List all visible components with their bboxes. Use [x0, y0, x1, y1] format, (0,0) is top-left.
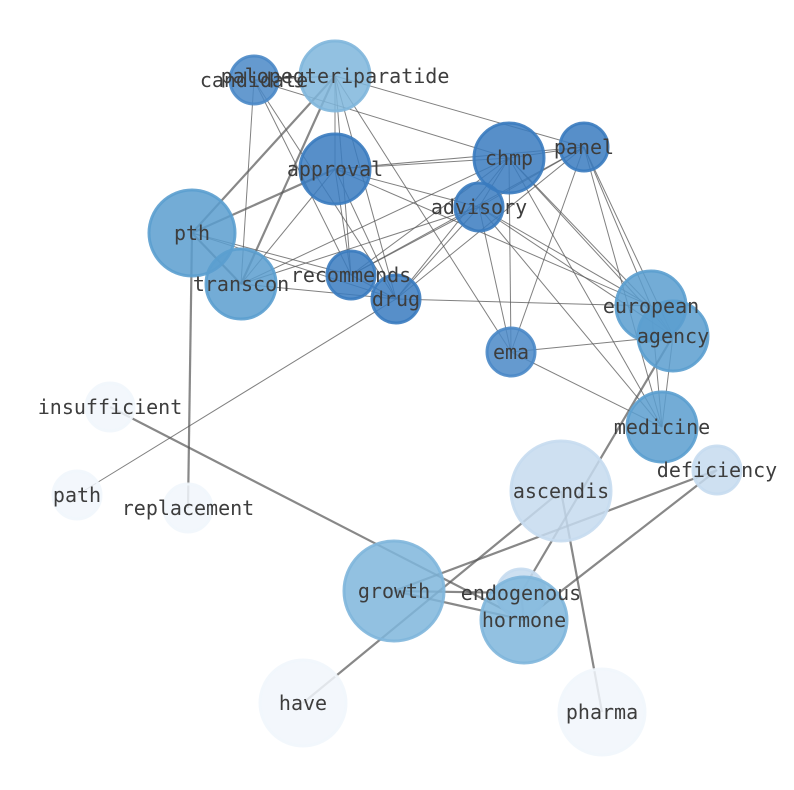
edge-drug-european — [395, 298, 652, 307]
node-palopegteriparatide[interactable] — [298, 39, 372, 113]
node-agency[interactable] — [636, 299, 710, 373]
node-label-pharma: pharma — [566, 700, 638, 724]
node-circle-recommends[interactable] — [325, 249, 377, 301]
node-circle-pharma[interactable] — [557, 667, 647, 757]
node-circle-path[interactable] — [51, 469, 103, 521]
node-circle-drug[interactable] — [370, 273, 422, 325]
node-label-chmp: chmp — [485, 146, 533, 170]
edge-advisory-medicine — [478, 206, 663, 428]
node-label-hormone: hormone — [482, 608, 566, 632]
node-advisory[interactable] — [453, 181, 505, 233]
node-medicine[interactable] — [625, 390, 699, 464]
node-growth[interactable] — [342, 539, 446, 643]
node-label-medicine: medicine — [614, 415, 710, 439]
node-label-panel: panel — [554, 135, 614, 159]
node-label-advisory: advisory — [431, 195, 527, 219]
node-replacement[interactable] — [162, 482, 214, 534]
node-circle-growth[interactable] — [342, 539, 446, 643]
edge-palopegteriparatide-ema — [334, 75, 512, 353]
node-circle-panel[interactable] — [558, 121, 610, 173]
node-pth[interactable] — [147, 188, 237, 278]
node-label-candidate: candidate — [200, 68, 308, 92]
node-circle-palopegteriparatide[interactable] — [298, 39, 372, 113]
node-circle-ema[interactable] — [485, 326, 537, 378]
node-circle-advisory[interactable] — [453, 181, 505, 233]
node-label-growth: growth — [358, 579, 430, 603]
node-label-approval: approval — [287, 157, 383, 181]
edge-drug-path — [76, 298, 397, 496]
node-circle-candidate[interactable] — [228, 54, 280, 106]
node-label-endogenous: endogenous — [461, 581, 581, 605]
node-label-deficiency: deficiency — [657, 458, 777, 482]
node-circle-insufficient[interactable] — [84, 381, 136, 433]
node-recommends[interactable] — [325, 249, 377, 301]
node-label-insufficient: insufficient — [38, 395, 183, 419]
node-approval[interactable] — [298, 132, 372, 206]
node-chmp[interactable] — [472, 121, 546, 195]
edge-insufficient-hormone — [109, 406, 525, 621]
node-circle-chmp[interactable] — [472, 121, 546, 195]
node-pharma[interactable] — [557, 667, 647, 757]
node-candidate[interactable] — [228, 54, 280, 106]
node-label-palopegteriparatide: palopegteriparatide — [221, 64, 450, 88]
edge-palopegteriparatide-panel — [334, 75, 585, 148]
node-label-recommends: recommends — [291, 263, 411, 287]
edge-approval-european — [334, 168, 652, 307]
node-circle-agency[interactable] — [636, 299, 710, 373]
node-label-path: path — [53, 483, 101, 507]
node-label-transcon: transcon — [193, 272, 289, 296]
node-label-have: have — [279, 691, 327, 715]
node-drug[interactable] — [370, 273, 422, 325]
node-circle-replacement[interactable] — [162, 482, 214, 534]
node-circle-transcon[interactable] — [204, 247, 278, 321]
node-path[interactable] — [51, 469, 103, 521]
node-insufficient[interactable] — [84, 381, 136, 433]
edge-advisory-transcon — [240, 206, 480, 285]
edge-palopegteriparatide-transcon — [239, 75, 337, 285]
node-circle-ascendis[interactable] — [509, 439, 613, 543]
node-circle-pth[interactable] — [147, 188, 237, 278]
node-ema[interactable] — [485, 326, 537, 378]
node-deficiency[interactable] — [691, 444, 743, 496]
node-circle-medicine[interactable] — [625, 390, 699, 464]
node-label-ascendis: ascendis — [513, 479, 609, 503]
node-circle-have[interactable] — [258, 658, 348, 748]
node-label-agency: agency — [637, 324, 709, 348]
node-circle-approval[interactable] — [298, 132, 372, 206]
node-circle-deficiency[interactable] — [691, 444, 743, 496]
node-label-pth: pth — [174, 221, 210, 245]
node-ascendis[interactable] — [509, 439, 613, 543]
node-label-drug: drug — [372, 287, 420, 311]
node-transcon[interactable] — [204, 247, 278, 321]
node-have[interactable] — [258, 658, 348, 748]
node-label-replacement: replacement — [122, 496, 254, 520]
node-hormone[interactable] — [479, 575, 569, 665]
node-panel[interactable] — [558, 121, 610, 173]
edge-candidate-chmp — [253, 79, 510, 159]
node-label-ema: ema — [493, 340, 529, 364]
edge-panel-ema — [510, 146, 585, 353]
edge-pth-replacement — [186, 232, 194, 509]
node-circle-hormone[interactable] — [479, 575, 569, 665]
edge-chmp-medicine — [508, 157, 663, 428]
node-label-european: european — [603, 294, 699, 318]
